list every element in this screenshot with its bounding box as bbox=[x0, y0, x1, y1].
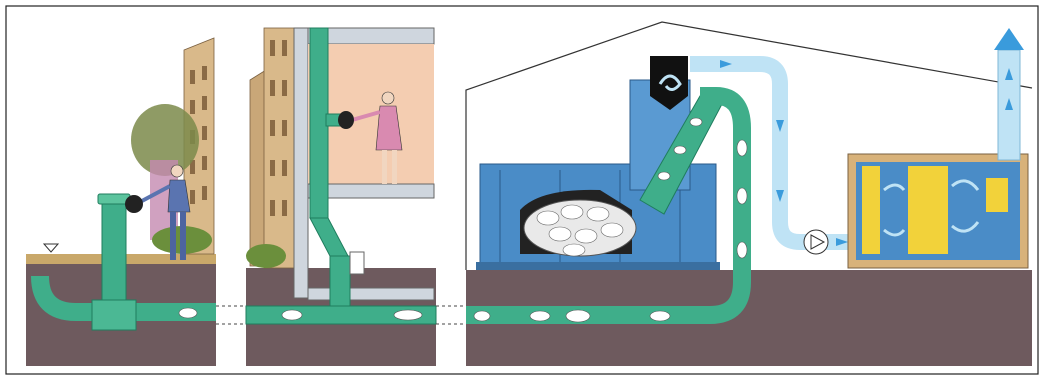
bags-in-pipe bbox=[473, 139, 748, 323]
person-at-inlet bbox=[139, 164, 191, 260]
collection-station-panel bbox=[465, 21, 1033, 366]
station-roof-outline bbox=[465, 21, 1033, 270]
waste-bag bbox=[281, 309, 303, 321]
swirl-arrow-icon bbox=[658, 74, 682, 91]
fan-direction-icon bbox=[810, 234, 826, 250]
bags-in-chute bbox=[657, 117, 703, 181]
inlet-pipe bbox=[31, 275, 216, 321]
chute-valve bbox=[349, 251, 365, 275]
building-chute-panel bbox=[245, 27, 437, 366]
basement-slab bbox=[307, 287, 435, 301]
tree bbox=[131, 104, 199, 176]
filter-element bbox=[862, 166, 880, 254]
bush-2 bbox=[246, 244, 286, 268]
filter-element bbox=[908, 166, 948, 254]
container-base bbox=[476, 262, 720, 270]
waste-bag bbox=[178, 307, 198, 319]
waste-bags-in-container bbox=[536, 204, 624, 257]
exhaust-arrow-icon bbox=[994, 28, 1024, 50]
air-duct bbox=[690, 56, 852, 250]
wall-section bbox=[293, 27, 309, 299]
pipe-junction bbox=[91, 299, 137, 331]
waste-bag bbox=[393, 309, 423, 321]
person-in-apartment bbox=[351, 91, 403, 184]
waste-chute bbox=[309, 27, 329, 219]
cyclone-separator bbox=[650, 56, 688, 110]
floor-slab bbox=[307, 183, 435, 199]
filter-airflow bbox=[883, 179, 980, 237]
main-transport-pipe bbox=[466, 87, 751, 324]
exhaust-fan bbox=[803, 229, 829, 255]
level-marker bbox=[42, 243, 60, 253]
stack-arrows bbox=[1005, 68, 1013, 110]
inlet-hatch bbox=[125, 195, 143, 213]
facade-windows bbox=[270, 40, 287, 216]
street-inlet-panel bbox=[26, 37, 216, 366]
chute-hatch bbox=[338, 111, 354, 129]
chute-riser bbox=[329, 255, 351, 307]
panel-connectors bbox=[216, 305, 466, 325]
airflow-arrows bbox=[720, 60, 848, 246]
filter-element bbox=[986, 178, 1008, 212]
building-facade bbox=[263, 27, 295, 269]
